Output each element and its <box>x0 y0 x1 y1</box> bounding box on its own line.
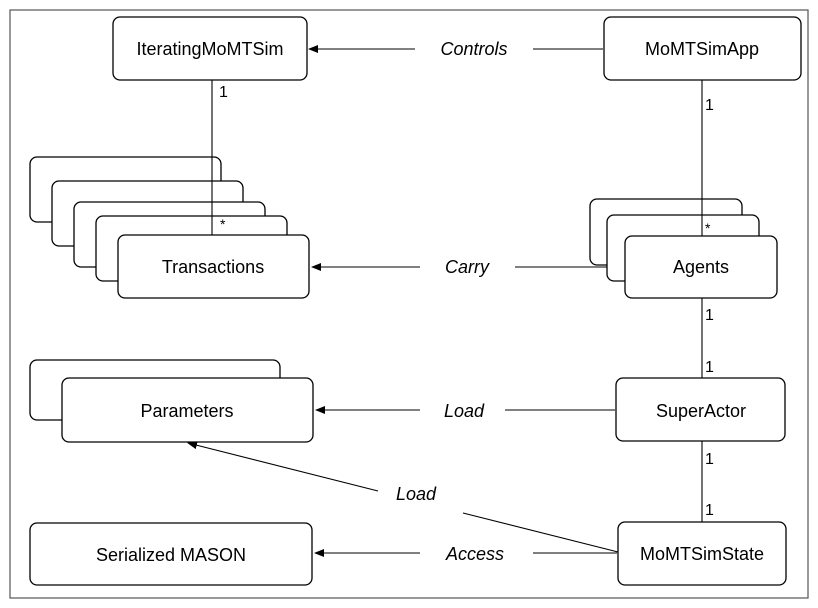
relation-access: Access <box>445 544 504 564</box>
relation-load-state: Load <box>396 484 437 504</box>
mult-agents-superactor-top: 1 <box>705 307 714 324</box>
node-agents[interactable]: Agents <box>624 235 778 299</box>
node-agents-label: Agents <box>673 257 729 277</box>
mult-transactions-many: * <box>220 216 226 232</box>
node-superactor-label: SuperActor <box>656 401 746 421</box>
node-momtsim-state-label: MoMTSimState <box>640 544 764 564</box>
mult-app-one: 1 <box>705 97 714 114</box>
load-state-arrow <box>187 441 379 492</box>
node-transactions[interactable]: Transactions <box>117 234 310 299</box>
node-transactions-label: Transactions <box>162 257 264 277</box>
mult-agents-superactor-bottom: 1 <box>705 359 714 376</box>
node-serialized-mason-label: Serialized MASON <box>96 545 246 565</box>
node-momtsim-state[interactable]: MoMTSimState <box>617 521 787 586</box>
diagram-frame <box>9 9 809 599</box>
mult-iterating-one: 1 <box>219 84 228 101</box>
load-state-line-lower <box>462 512 619 553</box>
relation-controls: Controls <box>440 39 507 59</box>
node-parameters-label: Parameters <box>140 401 233 421</box>
node-momtsim-app[interactable]: MoMTSimApp <box>603 16 802 81</box>
node-parameters[interactable]: Parameters <box>61 377 314 443</box>
mult-superactor-state-top: 1 <box>705 451 714 468</box>
node-iterating-momtsim-label: IteratingMoMTSim <box>136 39 283 59</box>
relation-carry: Carry <box>445 257 490 277</box>
mult-superactor-state-bottom: 1 <box>705 502 714 519</box>
node-iterating-momtsim[interactable]: IteratingMoMTSim <box>112 16 308 81</box>
mult-agents-many: * <box>705 220 711 236</box>
node-momtsim-app-label: MoMTSimApp <box>645 39 759 59</box>
relation-load-params: Load <box>444 401 485 421</box>
node-serialized-mason[interactable]: Serialized MASON <box>29 522 313 586</box>
node-superactor[interactable]: SuperActor <box>615 377 786 442</box>
